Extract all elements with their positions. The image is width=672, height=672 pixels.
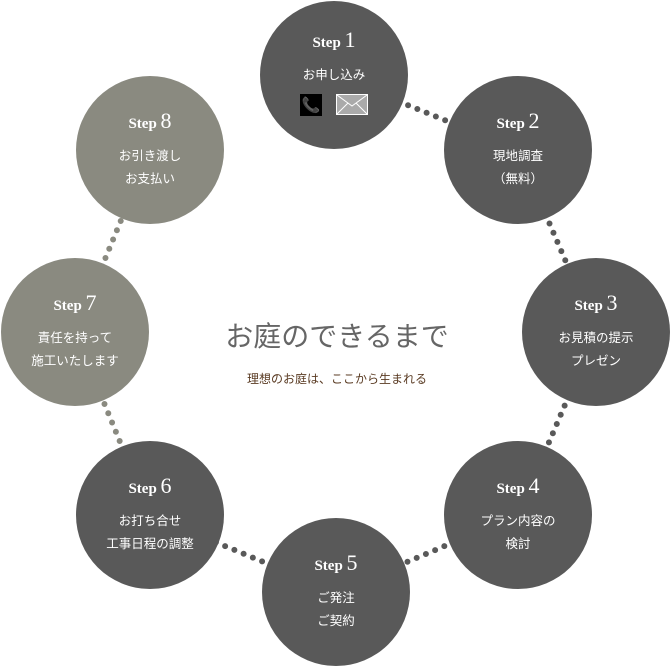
step-label: Step <box>574 298 603 314</box>
step-description-line: ご契約 <box>317 613 355 628</box>
step-label: Step <box>496 116 525 132</box>
dotted-connector <box>515 329 599 518</box>
step-description-line: （無料） <box>492 171 543 186</box>
step-number: 1 <box>344 27 356 52</box>
mail-icon[interactable] <box>336 94 368 115</box>
step-label: Step <box>128 116 157 132</box>
step-3-circle: Step 3 お見積の提示プレゼン <box>522 258 670 406</box>
dotted-connector <box>331 72 521 153</box>
step-heading: Step 3 <box>522 290 670 316</box>
step-description-line: プレゼン <box>570 353 621 368</box>
step-description: お見積の提示プレゼン <box>522 326 670 372</box>
step-heading: Step 8 <box>76 108 224 134</box>
step-label: Step <box>312 35 341 51</box>
step-description-line: 検討 <box>505 536 531 551</box>
step-heading: Step 2 <box>444 108 592 134</box>
step-heading: Step 5 <box>262 550 410 576</box>
step-description: お打ち合せ工事日程の調整 <box>76 509 224 555</box>
step-label: Step <box>128 481 157 497</box>
step-1-circle: Step 1 お申し込み 📞 <box>260 1 408 149</box>
diagram-subtitle: 理想のお庭は、ここから生まれる <box>246 372 427 386</box>
step-6-circle: Step 6 お打ち合せ工事日程の調整 <box>76 441 224 589</box>
dotted-connector <box>515 147 599 335</box>
step-number: 2 <box>528 108 540 133</box>
step-number: 5 <box>346 550 358 575</box>
step-number: 8 <box>160 108 172 133</box>
step-description-line: 施工いたします <box>31 353 119 368</box>
step-7-circle: Step 7 責任を持って施工いたします <box>1 258 149 406</box>
step-label: Step <box>314 558 343 574</box>
step-description-line: 責任を持って <box>37 330 113 345</box>
step-description-line: お見積の提示 <box>558 330 634 345</box>
step-description: 現地調査 （無料） <box>444 144 592 190</box>
step-description: プラン内容の検討 <box>444 509 592 555</box>
step-description-line: お打ち合せ <box>118 513 182 528</box>
step-description-line: お申し込み <box>302 67 366 82</box>
step-description: お申し込み <box>260 63 408 86</box>
step-description: お引き渡しお支払い <box>76 144 224 190</box>
step-description-line: 現地調査 <box>492 148 543 163</box>
step-description-line: 工事日程の調整 <box>106 536 194 551</box>
step-label: Step <box>53 298 82 314</box>
step-5-circle: Step 5 ご発注ご契約 <box>262 518 410 666</box>
step-description: ご発注ご契約 <box>262 586 410 632</box>
step-heading: Step 7 <box>1 290 149 316</box>
step-description: 責任を持って施工いたします <box>1 326 149 372</box>
step-number: 7 <box>85 290 97 315</box>
step-description-line: ご発注 <box>317 590 355 605</box>
step-2-circle: Step 2 現地調査 （無料） <box>444 76 592 224</box>
phone-icon[interactable]: 📞 <box>300 94 322 116</box>
step-number: 4 <box>528 473 540 498</box>
step-heading: Step 6 <box>76 473 224 499</box>
step-4-circle: Step 4 プラン内容の検討 <box>444 441 592 589</box>
step-number: 3 <box>606 290 618 315</box>
step-number: 6 <box>160 473 172 498</box>
step-description-line: お支払い <box>124 171 175 186</box>
step-label: Step <box>496 481 525 497</box>
step-8-circle: Step 8 お引き渡しお支払い <box>76 76 224 224</box>
step-heading: Step 1 <box>260 27 408 53</box>
step-description-line: お引き渡し <box>118 148 182 163</box>
step-description-line: プラン内容の <box>480 513 556 528</box>
diagram-title: お庭のできるまで <box>225 320 449 353</box>
step-heading: Step 4 <box>444 473 592 499</box>
